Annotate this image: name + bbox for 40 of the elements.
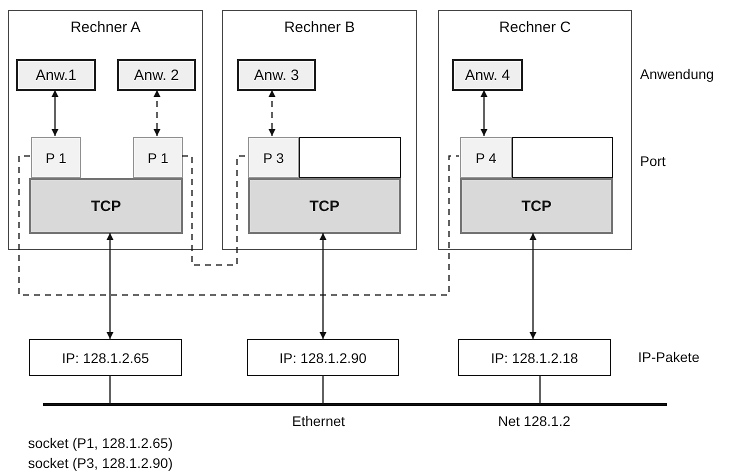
- tcp-box: TCP: [248, 178, 401, 234]
- computer-frame: [8, 10, 203, 250]
- connector-line: [539, 376, 541, 403]
- dashed-connector: [18, 155, 459, 296]
- ip-address-box: IP: 128.1.2.90: [247, 339, 399, 376]
- socket-note: socket (P3, 128.1.2.90): [28, 455, 173, 471]
- double-arrow: [154, 90, 160, 136]
- tcp-box: TCP: [460, 178, 613, 234]
- computer-title: Rechner C: [498, 19, 572, 36]
- network-label: Net 128.1.2: [498, 413, 570, 429]
- dashed-connector: [182, 155, 247, 266]
- port-box: P 1: [133, 137, 183, 178]
- double-arrow: [106, 233, 114, 339]
- tcp-box: TCP: [29, 178, 183, 234]
- double-arrow: [530, 233, 536, 339]
- port-box: P 3: [248, 137, 299, 178]
- double-arrow: [480, 90, 488, 136]
- computer-frame: [222, 10, 417, 250]
- layer-label: Port: [640, 153, 666, 169]
- layer-label: IP-Pakete: [638, 349, 700, 365]
- double-arrow: [320, 233, 326, 339]
- ethernet-bus-line: [43, 403, 667, 406]
- double-arrow: [52, 90, 58, 136]
- connector-line: [322, 376, 324, 403]
- ip-address-box: IP: 128.1.2.18: [458, 339, 611, 376]
- port-box: P 4: [460, 137, 512, 178]
- application-box: Anw. 2: [117, 59, 196, 91]
- double-arrow: [268, 90, 276, 136]
- computer-frame: [438, 10, 632, 250]
- ip-address-box: IP: 128.1.2.65: [29, 339, 182, 376]
- layer-label: Anwendung: [640, 66, 714, 82]
- port-box: P 1: [31, 137, 81, 178]
- network-label: Ethernet: [292, 413, 345, 429]
- computer-title: Rechner A: [69, 19, 142, 36]
- application-box: Anw. 4: [452, 59, 523, 91]
- application-box: Anw.1: [16, 59, 96, 91]
- computer-title: Rechner B: [283, 19, 356, 36]
- application-box: Anw. 3: [237, 59, 316, 91]
- socket-note: socket (P1, 128.1.2.65): [28, 435, 173, 451]
- connector-line: [109, 376, 111, 403]
